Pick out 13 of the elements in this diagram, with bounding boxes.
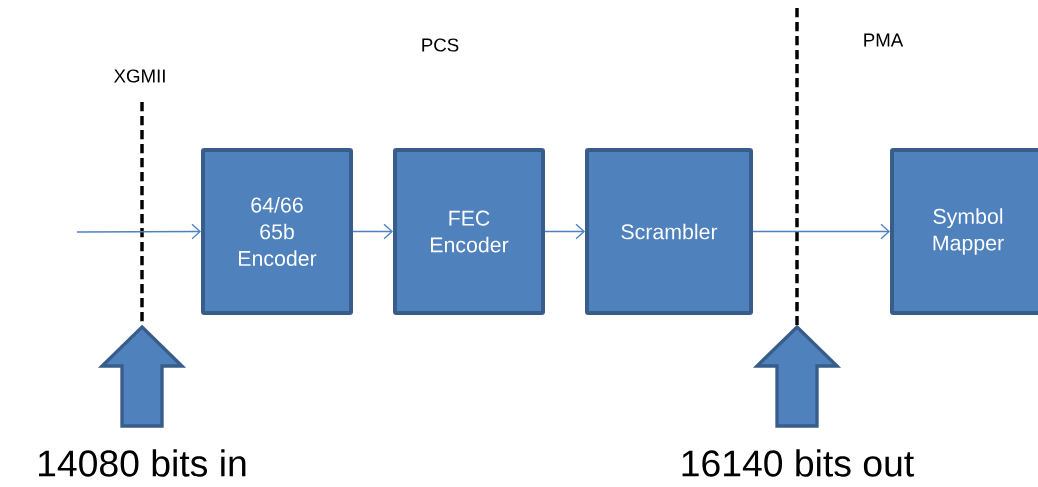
process-box: Scrambler xyxy=(585,148,753,315)
arrow xyxy=(752,223,890,240)
process-box: Symbol Mapper xyxy=(890,148,1038,315)
process-box: 64/66 65b Encoder xyxy=(201,148,353,315)
section-label: XGMII xyxy=(114,69,165,83)
bit-count-label: 14080 bits in xyxy=(39,449,246,477)
section-label: PMA xyxy=(864,33,904,47)
bit-count-label: 16140 bits out xyxy=(682,449,914,477)
arrow xyxy=(352,223,393,240)
section-label: PCS xyxy=(422,38,459,52)
arrow xyxy=(76,223,201,240)
arrow xyxy=(544,223,585,240)
process-box: FEC Encoder xyxy=(393,148,545,315)
